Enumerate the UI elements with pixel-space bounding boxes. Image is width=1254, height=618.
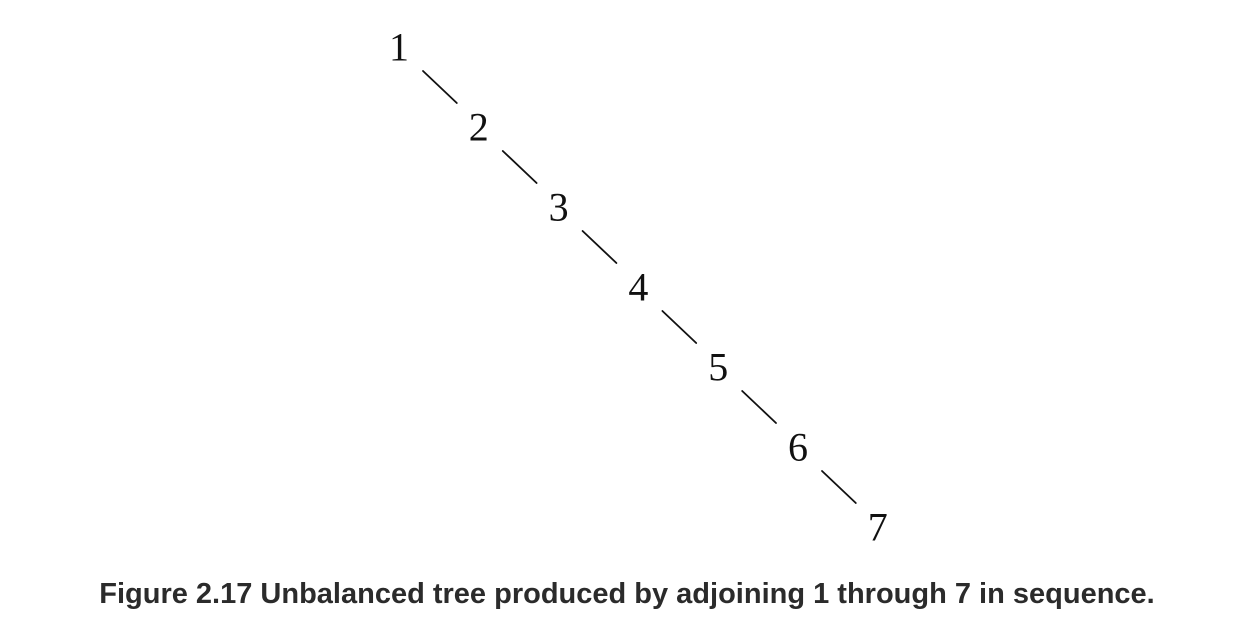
tree-node-7: 7 <box>868 505 888 550</box>
figure-caption: Figure 2.17 Unbalanced tree produced by … <box>99 578 1155 610</box>
tree-node-1: 1 <box>389 25 409 70</box>
tree-edge-2-3 <box>501 150 538 184</box>
tree-node-3: 3 <box>549 185 569 230</box>
unbalanced-tree-diagram: 1 2 3 4 5 6 7 <box>389 25 888 550</box>
tree-node-5: 5 <box>708 345 728 390</box>
tree-node-4: 4 <box>628 265 648 310</box>
tree-node-6: 6 <box>788 425 808 470</box>
tree-edge-5-6 <box>741 390 777 424</box>
tree-node-2: 2 <box>469 105 489 150</box>
tree-edge-6-7 <box>821 470 857 504</box>
tree-edge-3-4 <box>581 230 618 264</box>
tree-edge-4-5 <box>661 310 698 344</box>
tree-edge-1-2 <box>422 70 458 104</box>
